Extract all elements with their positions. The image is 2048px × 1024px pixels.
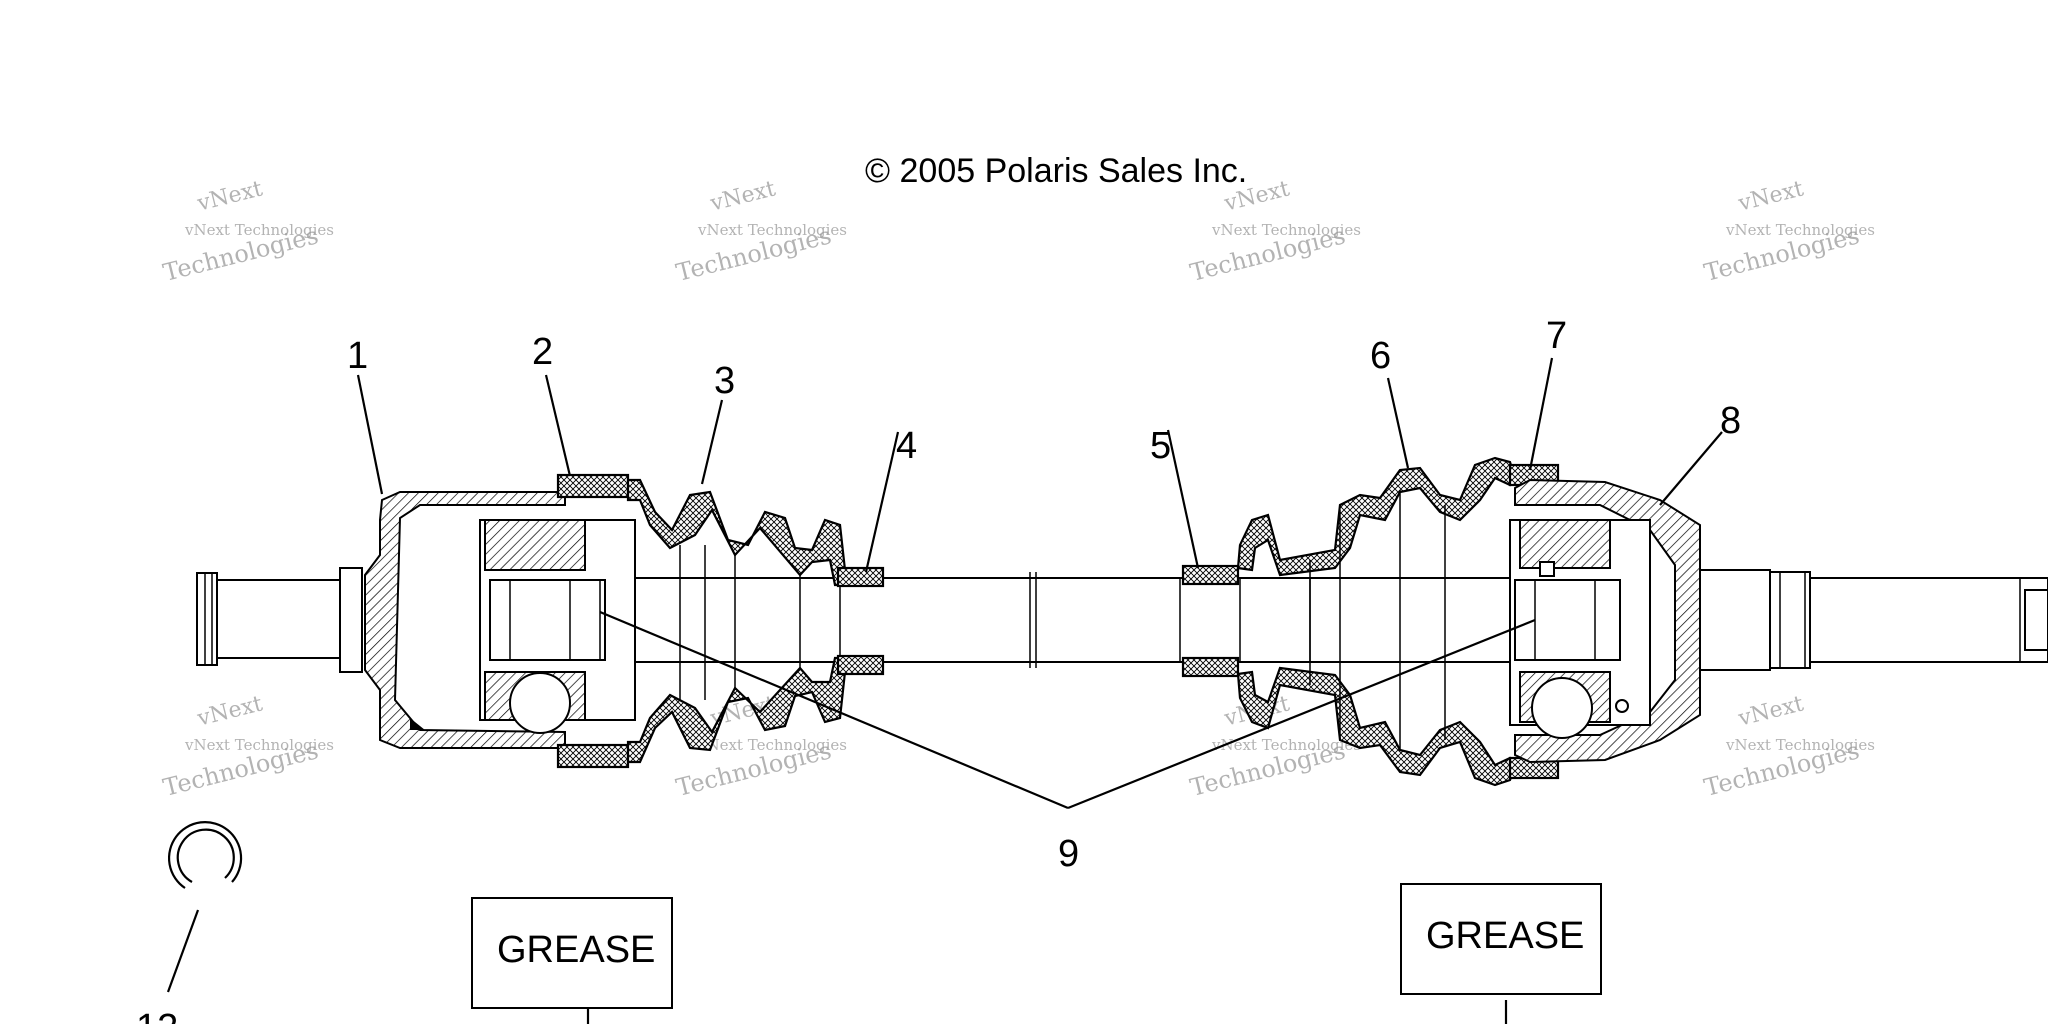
svg-text:vNext: vNext (194, 176, 265, 216)
callout-4: 4 (896, 425, 917, 467)
svg-text:vNext Technologies: vNext Technologies (1725, 736, 1875, 754)
copyright-text: © 2005 Polaris Sales Inc. (865, 152, 1247, 190)
left-stub-shaft (196, 567, 363, 673)
svg-text:vNext: vNext (1735, 691, 1806, 731)
svg-text:vNext Technologies: vNext Technologies (184, 221, 334, 239)
callout-5: 5 (1150, 425, 1171, 467)
callout-9: 9 (1058, 833, 1079, 875)
watermark: vNext Technologies vNext Technologies (160, 691, 334, 802)
callout-6: 6 (1370, 335, 1391, 377)
svg-text:vNext Technologies: vNext Technologies (697, 221, 847, 239)
watermark: vNext Technologies vNext Technologies (1701, 691, 1875, 802)
watermark: vNext Technologies vNext Technologies (160, 176, 334, 287)
callout-1: 1 (347, 335, 368, 377)
left-cv-housing (364, 491, 636, 749)
svg-text:vNext Technologies: vNext Technologies (1725, 221, 1875, 239)
callout-12: 12 (136, 1007, 178, 1024)
left-boot-clamp (556, 473, 630, 769)
callout-labels: 1 2 3 4 5 6 7 8 9 12 (136, 315, 1741, 1024)
axle-assembly (196, 456, 2048, 787)
small-boot-clamp-left (836, 566, 885, 676)
svg-text:vNext Technologies: vNext Technologies (1211, 221, 1361, 239)
svg-text:vNext Technologies: vNext Technologies (184, 736, 334, 754)
leader-lines (166, 357, 1723, 1024)
right-stub-shaft (1699, 569, 2048, 671)
watermark: vNext Technologies vNext Technologies (673, 176, 847, 287)
svg-text:vNext Technologies: vNext Technologies (1211, 736, 1361, 754)
svg-text:vNext: vNext (194, 691, 265, 731)
callout-2: 2 (532, 331, 553, 373)
callout-8: 8 (1720, 400, 1741, 442)
grease-box-right: GREASE (1400, 883, 1602, 995)
small-boot-clamp-right (1181, 564, 1240, 678)
grease-label: GREASE (497, 929, 655, 971)
svg-text:vNext Technologies: vNext Technologies (697, 736, 847, 754)
center-shaft (489, 572, 1616, 668)
svg-text:vNext: vNext (707, 176, 778, 216)
grease-label: GREASE (1426, 915, 1584, 957)
watermark: vNext Technologies vNext Technologies (1187, 176, 1361, 287)
right-cv-housing (1509, 478, 1701, 764)
watermark: vNext Technologies vNext Technologies (1701, 176, 1875, 287)
circlip (167, 821, 243, 889)
callout-7: 7 (1546, 315, 1567, 357)
svg-text:vNext: vNext (1735, 176, 1806, 216)
grease-box-left: GREASE (471, 897, 673, 1009)
callout-3: 3 (714, 360, 735, 402)
